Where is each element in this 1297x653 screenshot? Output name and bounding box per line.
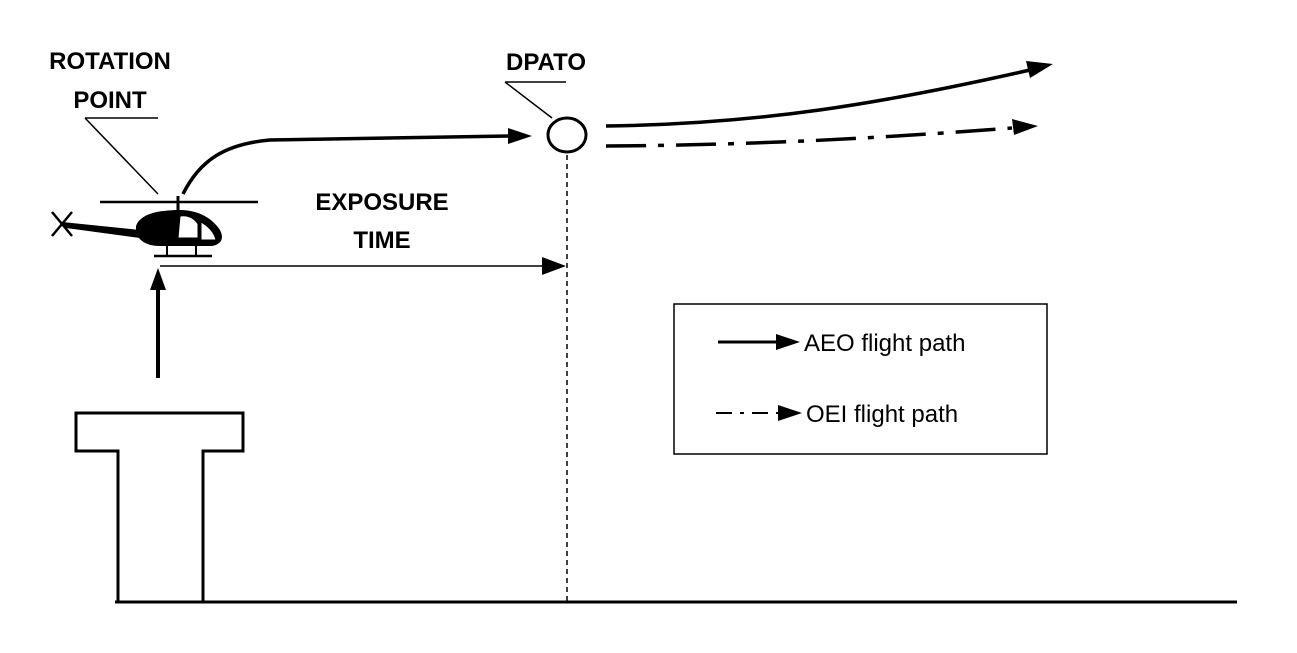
aeo-path-to-dpato [181,134,511,195]
legend-aeo-arrowhead [776,334,800,350]
legend-oei-arrowhead [778,405,802,421]
aeo-path-to-dpato-arrowhead [508,128,532,144]
dpato-label: DPATO [506,49,586,76]
oei-departure-arrowhead [1012,119,1038,135]
vertical-climb-arrowhead [150,268,166,290]
aeo-departure-arrowhead [1026,61,1053,78]
legend-aeo-label: AEO flight path [804,330,965,357]
heliport-platform [74,411,245,602]
oei-departure-path [605,126,1013,148]
rotation-point-leader [84,117,159,195]
aeo-departure-path [605,68,1031,128]
rotation-point-label-line2: POINT [73,87,147,114]
exposure-time-arrowhead [542,257,566,275]
legend-oei-label: OEI flight path [806,401,958,428]
helicopter-icon [51,196,258,258]
legend-box [673,303,1048,455]
exposure-time-label-line2: TIME [353,227,410,254]
rotation-point-label-line1: ROTATION [49,48,171,75]
legend: AEO flight path OEI flight path [673,303,1048,455]
dpato-point [546,116,588,154]
exposure-time-label-line1: EXPOSURE [315,189,448,216]
dpato-leader [504,81,553,119]
